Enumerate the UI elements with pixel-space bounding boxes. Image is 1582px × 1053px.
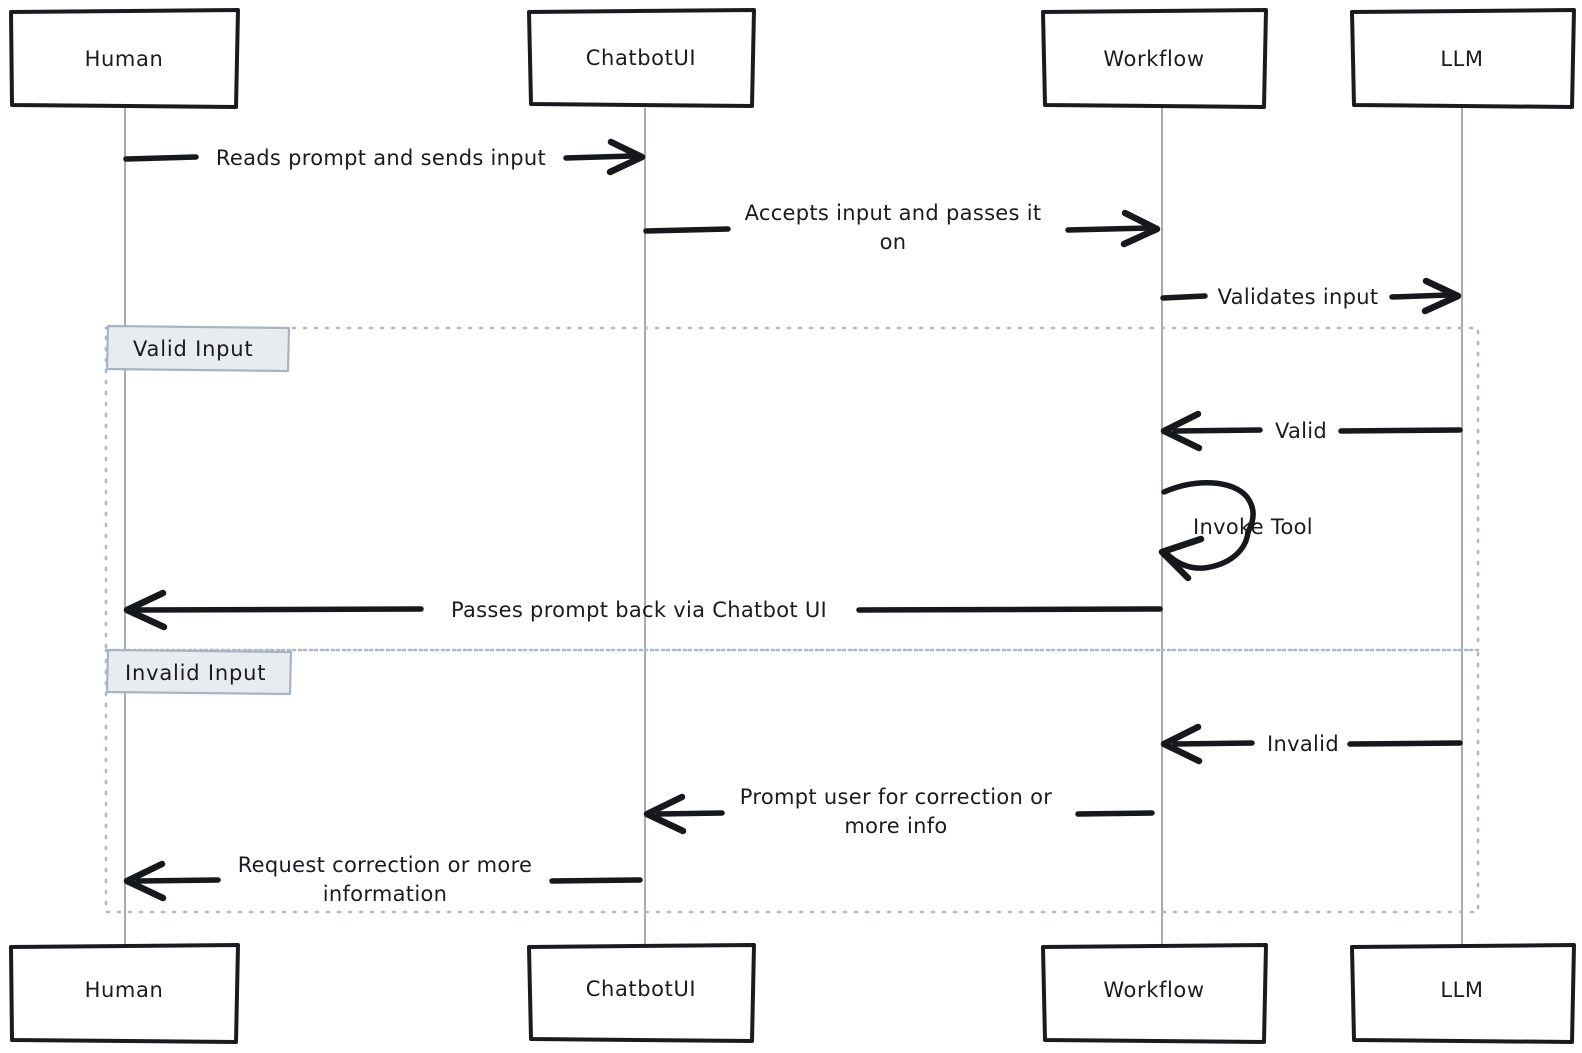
group-frames bbox=[104, 326, 1480, 914]
message-validates-input[interactable]: Validates input bbox=[1160, 277, 1462, 315]
message-line-m9-left bbox=[135, 877, 221, 884]
group-frame-invalid-input bbox=[104, 648, 1480, 914]
actor-label-llm-top: LLM bbox=[1440, 47, 1483, 71]
message-label-m8-line1: Prompt user for correction or bbox=[740, 785, 1052, 809]
message-line-m6-left bbox=[135, 606, 424, 613]
message-accepts-input-and-passes-it-on[interactable]: Accepts input and passes it on bbox=[643, 201, 1161, 254]
message-reads-prompt-and-sends-input[interactable]: Reads prompt and sends input bbox=[123, 138, 646, 176]
message-line-m7-left bbox=[1172, 740, 1255, 747]
arrowhead-m8 bbox=[643, 793, 687, 835]
actor-label-human-bottom: Human bbox=[85, 978, 164, 1002]
message-label-m9-line2: information bbox=[323, 882, 448, 906]
actor-box-workflow-bottom[interactable]: Workflow bbox=[1041, 943, 1268, 1044]
actor-box-chatbotui-top-shape bbox=[527, 8, 756, 108]
group-tab-invalid-input[interactable]: Invalid Input bbox=[105, 648, 293, 696]
arrowhead-m6 bbox=[123, 589, 168, 631]
actor-label-llm-bottom: LLM bbox=[1440, 978, 1483, 1002]
message-line-m4-left bbox=[1172, 427, 1263, 434]
message-label-m8-line2: more info bbox=[844, 814, 947, 838]
actor-box-human-top[interactable]: Human bbox=[9, 8, 240, 109]
message-line-m4-right bbox=[1338, 427, 1463, 434]
message-line-m7-right bbox=[1347, 740, 1463, 747]
arrowhead-m4 bbox=[1160, 410, 1203, 452]
arrowhead-m5 bbox=[1158, 535, 1205, 582]
message-passes-prompt-back-via-chatbot-ui[interactable]: Passes prompt back via Chatbot UI bbox=[123, 589, 1163, 631]
actor-box-human-top-shape bbox=[9, 8, 240, 109]
actor-label-workflow-bottom: Workflow bbox=[1103, 978, 1204, 1002]
self-loop-lower-m5 bbox=[1163, 529, 1251, 571]
message-line-m2-right bbox=[1065, 225, 1151, 233]
message-label-m2-line2: on bbox=[880, 230, 907, 254]
actor-box-chatbotui-top[interactable]: ChatbotUI bbox=[527, 8, 756, 108]
message-label-m7: Invalid bbox=[1267, 732, 1339, 756]
message-label-m9-line1: Request correction or more bbox=[238, 853, 533, 877]
message-line-m3-right bbox=[1389, 292, 1451, 300]
message-prompt-user-for-correction[interactable]: Prompt user for correction or more info bbox=[643, 785, 1155, 838]
group-tab-valid-input-shape bbox=[105, 324, 291, 373]
actor-box-llm-top-shape bbox=[1350, 8, 1576, 109]
arrowhead-m7 bbox=[1160, 723, 1203, 765]
actor-label-chatbotui-bottom: ChatbotUI bbox=[586, 977, 696, 1001]
arrowhead-m3 bbox=[1421, 277, 1462, 315]
message-line-m1-right bbox=[563, 153, 635, 161]
message-label-m5: Invoke Tool bbox=[1193, 515, 1313, 539]
message-line-m3-left bbox=[1160, 293, 1208, 301]
actor-box-human-bottom-shape bbox=[9, 943, 240, 1044]
message-line-m9-right bbox=[549, 877, 643, 884]
arrowhead-m2 bbox=[1120, 209, 1161, 248]
message-request-correction-or-more-information[interactable]: Request correction or more information bbox=[123, 853, 643, 906]
actor-box-workflow-top[interactable]: Workflow bbox=[1041, 8, 1268, 109]
message-line-m1-left bbox=[123, 154, 199, 162]
message-label-m1: Reads prompt and sends input bbox=[216, 146, 546, 170]
group-tab-valid-input[interactable]: Valid Input bbox=[105, 324, 291, 373]
group-tab-valid-input-label: Valid Input bbox=[133, 337, 253, 361]
message-label-m3: Validates input bbox=[1218, 285, 1379, 309]
message-label-m4: Valid bbox=[1275, 419, 1327, 443]
message-label-m2-line1: Accepts input and passes it bbox=[745, 201, 1042, 225]
message-line-m8-right bbox=[1075, 810, 1155, 817]
actor-box-workflow-bottom-shape bbox=[1041, 943, 1268, 1044]
message-label-m6: Passes prompt back via Chatbot UI bbox=[451, 598, 827, 622]
actor-box-chatbotui-bottom[interactable]: ChatbotUI bbox=[527, 943, 756, 1043]
message-line-m8-left bbox=[655, 810, 725, 817]
actor-box-human-bottom[interactable]: Human bbox=[9, 943, 240, 1044]
arrowhead-m9 bbox=[123, 860, 167, 902]
group-tab-invalid-input-label: Invalid Input bbox=[125, 661, 266, 685]
group-frame-valid-input bbox=[104, 326, 1480, 652]
message-invalid[interactable]: Invalid bbox=[1160, 723, 1463, 765]
message-line-m2-left bbox=[643, 226, 731, 234]
actor-label-human-top: Human bbox=[85, 47, 164, 71]
message-invoke-tool[interactable]: Invoke Tool bbox=[1158, 480, 1313, 582]
message-line-m6-right bbox=[856, 606, 1163, 613]
actor-label-workflow-top: Workflow bbox=[1103, 47, 1204, 71]
actor-box-llm-bottom-shape bbox=[1350, 943, 1576, 1044]
actor-label-chatbotui-top: ChatbotUI bbox=[586, 46, 696, 70]
self-loop-upper-m5 bbox=[1161, 480, 1256, 535]
actor-box-llm-bottom[interactable]: LLM bbox=[1350, 943, 1576, 1044]
lifelines bbox=[124, 108, 1463, 945]
actor-box-workflow-top-shape bbox=[1041, 8, 1268, 109]
group-tab-invalid-input-shape bbox=[105, 648, 293, 696]
actor-box-chatbotui-bottom-shape bbox=[527, 943, 756, 1043]
actor-box-llm-top[interactable]: LLM bbox=[1350, 8, 1576, 109]
message-valid[interactable]: Valid bbox=[1160, 410, 1463, 452]
arrowhead-m1 bbox=[606, 138, 646, 176]
